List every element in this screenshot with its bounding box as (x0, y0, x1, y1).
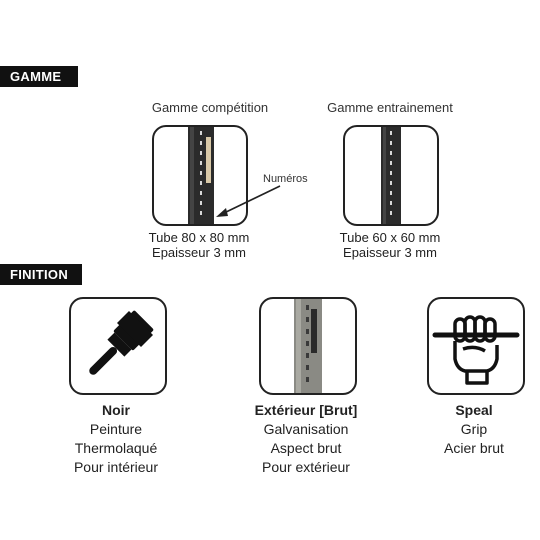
exterieur-title: Extérieur [Brut] (254, 402, 358, 418)
numeros-annotation: Numéros (263, 173, 308, 185)
speal-title: Speal (455, 402, 493, 418)
galvanized-post-icon (294, 299, 322, 393)
competition-spec-line-1: Tube 80 x 80 mm (148, 230, 250, 245)
entrainement-spec-line-1: Tube 60 x 60 mm (339, 230, 441, 245)
exterieur-finish-card (259, 297, 357, 395)
competition-post-image (152, 125, 248, 226)
exterieur-line-1: Galvanisation (263, 421, 349, 437)
speal-line-2: Acier brut (444, 440, 504, 456)
gamme-entrainement-title: Gamme entrainement (327, 100, 453, 115)
section-tag-gamme: GAMME (0, 66, 78, 87)
speal-finish-card (427, 297, 525, 395)
speal-line-1: Grip (460, 421, 488, 437)
noir-line-1: Peinture (89, 421, 143, 437)
fist-grip-icon (432, 315, 520, 385)
paint-brush-icon (89, 310, 154, 375)
numeros-arrow-icon (216, 185, 281, 217)
exterieur-line-2: Aspect brut (270, 440, 342, 456)
gamme-competition-spec: Tube 80 x 80 mm Epaisseur 3 mm (119, 230, 279, 260)
gamme-competition-title: Gamme compétition (151, 100, 269, 115)
exterieur-line-3: Pour extérieur (262, 459, 350, 475)
section-tag-finition: FINITION (0, 264, 82, 285)
entrainement-spec-line-2: Epaisseur 3 mm (343, 245, 437, 260)
entrainement-post-image (343, 125, 439, 226)
noir-title: Noir (102, 402, 130, 418)
competition-spec-line-2: Epaisseur 3 mm (152, 245, 246, 260)
gamme-entrainement-spec: Tube 60 x 60 mm Epaisseur 3 mm (310, 230, 470, 260)
noir-line-2: Thermolaqué (74, 440, 158, 456)
noir-finish-card (69, 297, 167, 395)
noir-line-3: Pour intérieur (73, 459, 159, 475)
